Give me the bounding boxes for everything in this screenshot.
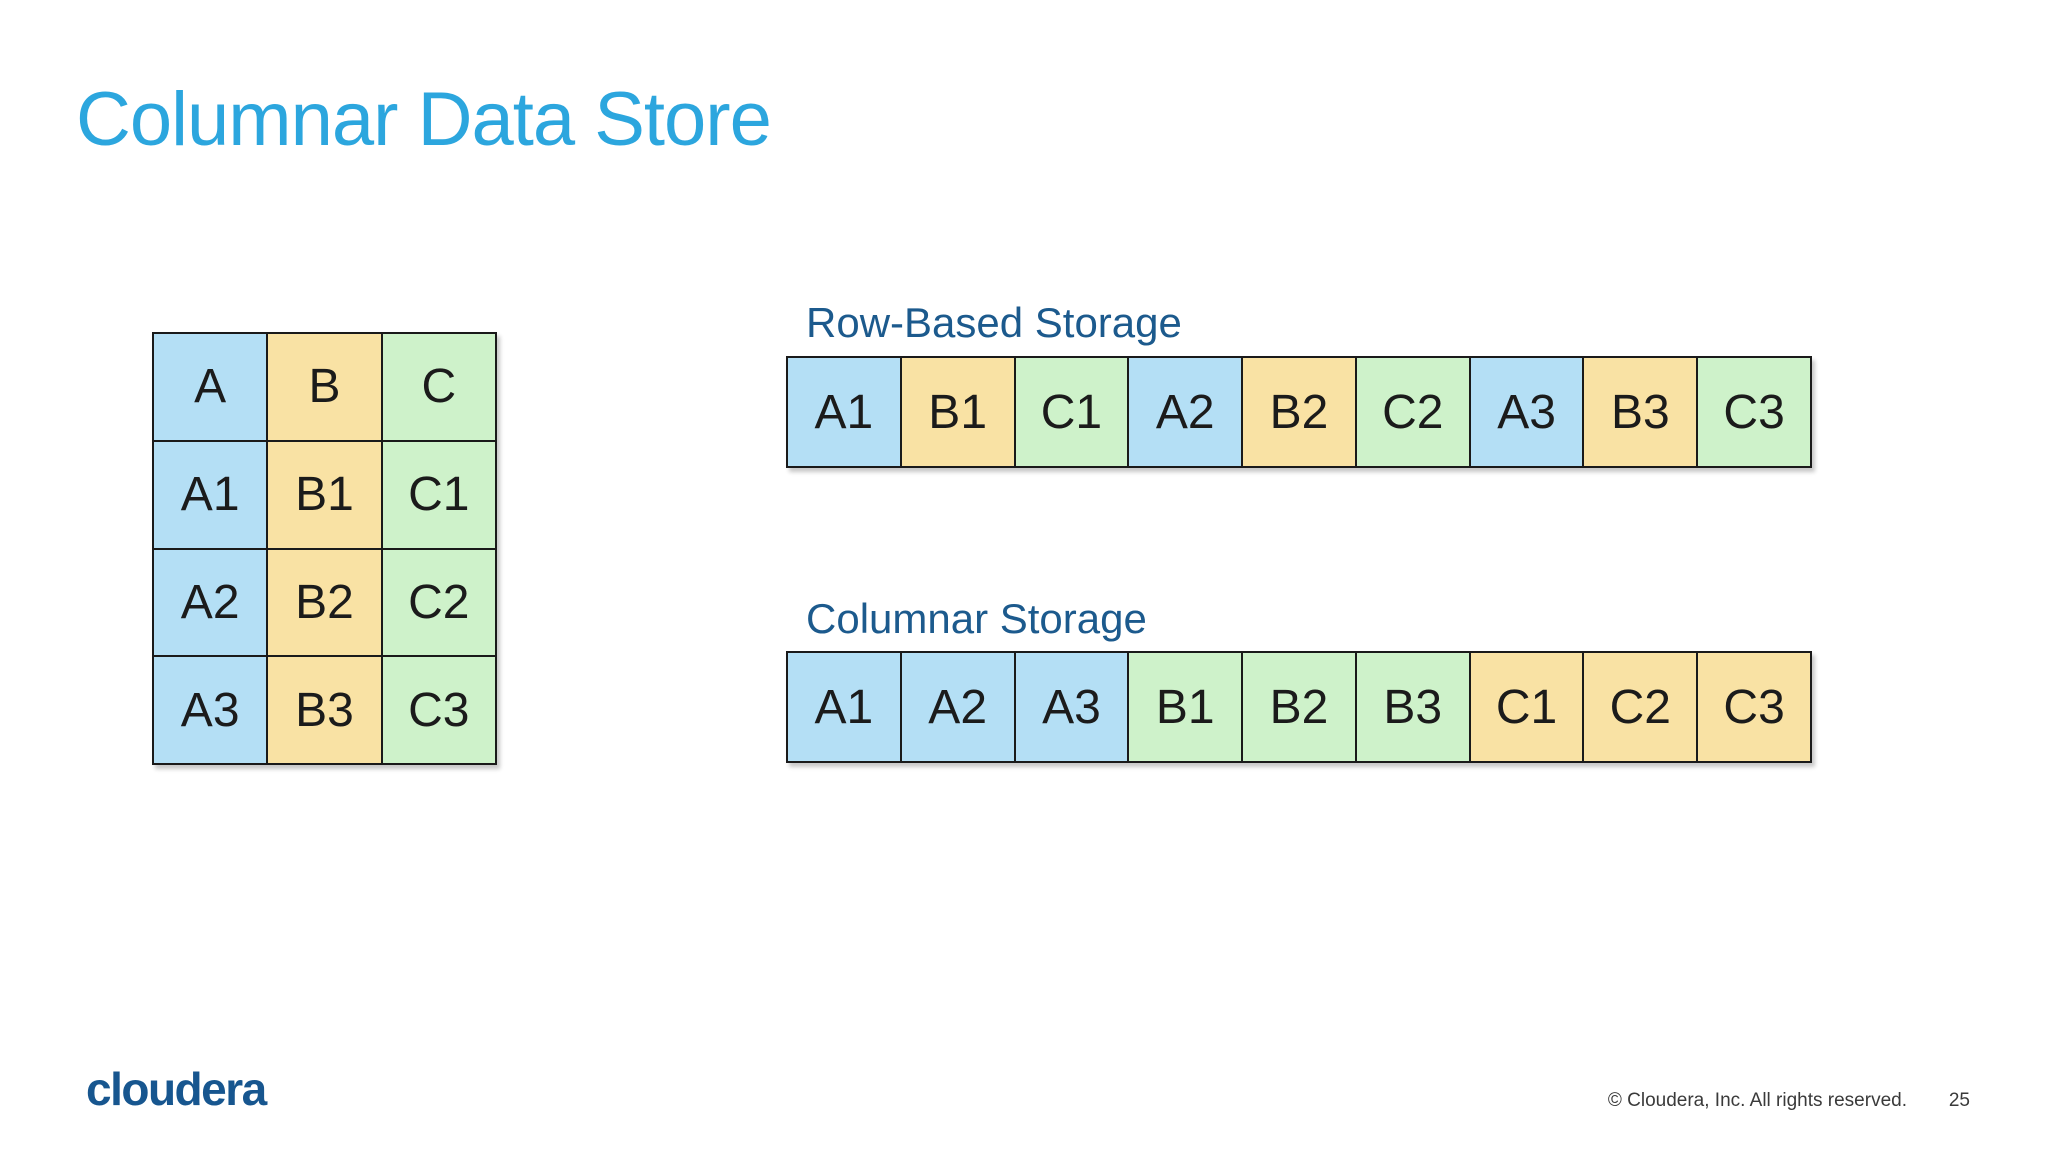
table-cell-C1: C1 xyxy=(382,441,495,548)
columnar-strip-cell-A1: A1 xyxy=(788,653,900,761)
cloudera-logo: cloudera xyxy=(86,1063,267,1115)
table-header-cell-C: C xyxy=(382,334,495,440)
columnar-strip-cell-A3: A3 xyxy=(1015,653,1128,761)
table-cell-C2: C2 xyxy=(382,549,495,656)
row-strip-cell-A1: A1 xyxy=(788,358,900,466)
columnar-strip-cell-B2: B2 xyxy=(1243,653,1355,761)
columnar-strip-cell-C2: C2 xyxy=(1584,653,1697,761)
columnar-strip-cell-B1: B1 xyxy=(1129,653,1242,761)
footer-copyright: © Cloudera, Inc. All rights reserved. xyxy=(1607,1090,1907,1111)
row-strip-cell-C3: C3 xyxy=(1698,358,1810,466)
page-title: Columnar Data Store xyxy=(76,77,772,162)
row-strip-cell-A2: A2 xyxy=(1129,358,1242,466)
row-strip-cell-A3: A3 xyxy=(1470,358,1583,466)
table-cell-B3: B3 xyxy=(268,657,381,763)
table-header-cell-B: B xyxy=(268,334,381,440)
columnar-strip-cell-B3: B3 xyxy=(1356,653,1469,761)
table-cell-B2: B2 xyxy=(268,549,381,656)
row-based-storage-label: Row-Based Storage xyxy=(806,299,1182,346)
table-cell-A3: A3 xyxy=(154,657,267,763)
row-strip-cell-B3: B3 xyxy=(1584,358,1697,466)
table-cell-B1: B1 xyxy=(268,441,381,548)
columnar-strip-cell-A2: A2 xyxy=(901,653,1014,761)
columnar-strip-cell-C3: C3 xyxy=(1698,653,1810,761)
page-number: 25 xyxy=(1948,1090,1970,1111)
table-header-cell-A: A xyxy=(154,334,267,440)
table-cell-A2: A2 xyxy=(154,549,267,656)
table-cell-A1: A1 xyxy=(154,441,267,548)
row-strip-cell-B1: B1 xyxy=(901,358,1014,466)
row-strip-cell-C2: C2 xyxy=(1356,358,1469,466)
row-strip-cell-B2: B2 xyxy=(1243,358,1355,466)
columnar-strip-cell-C1: C1 xyxy=(1470,653,1583,761)
columnar-storage-label: Columnar Storage xyxy=(806,595,1147,642)
table-cell-C3: C3 xyxy=(382,657,495,763)
row-strip-cell-C1: C1 xyxy=(1015,358,1128,466)
